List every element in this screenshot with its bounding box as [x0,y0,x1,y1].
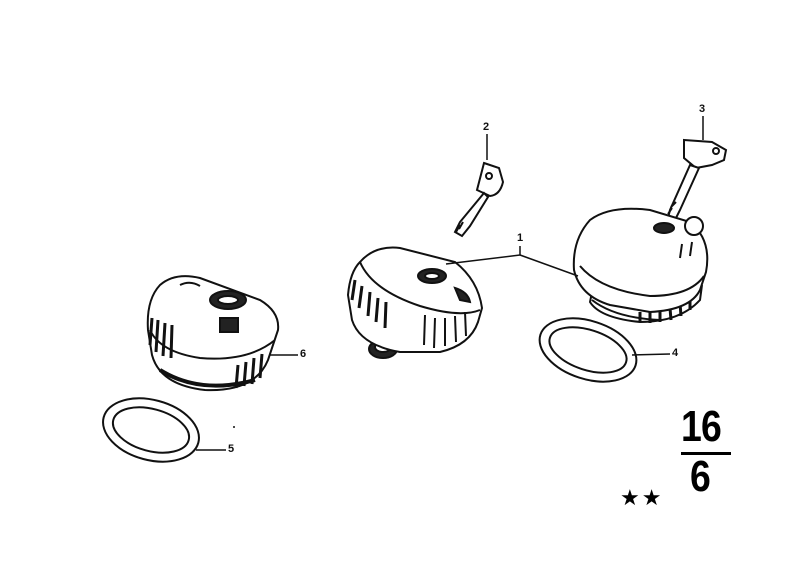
callout-6: 6 [300,348,307,360]
callout-5: 5 [228,443,235,455]
fuel-cap-keyed [572,207,709,324]
leader-4 [631,353,671,356]
fuel-cap-plain [146,275,280,392]
key-small [453,161,505,238]
section-number-top: 16 [681,402,722,451]
key-large [666,138,728,222]
section-number-bottom: 6 [690,452,711,501]
callout-1: 1 [517,232,524,244]
fuel-cap-locking [346,246,484,359]
section-divider [681,452,731,455]
leader-1-right [519,254,579,277]
callout-4: 4 [672,347,679,359]
callout-2: 2 [483,121,490,133]
callout-3: 3 [699,103,706,115]
gasket-left [102,397,200,463]
speck [233,426,235,428]
gasket-right [538,317,638,383]
leader-1-center [445,254,521,265]
stars-mark: ★★ [620,485,664,510]
leader-lines [196,116,704,451]
